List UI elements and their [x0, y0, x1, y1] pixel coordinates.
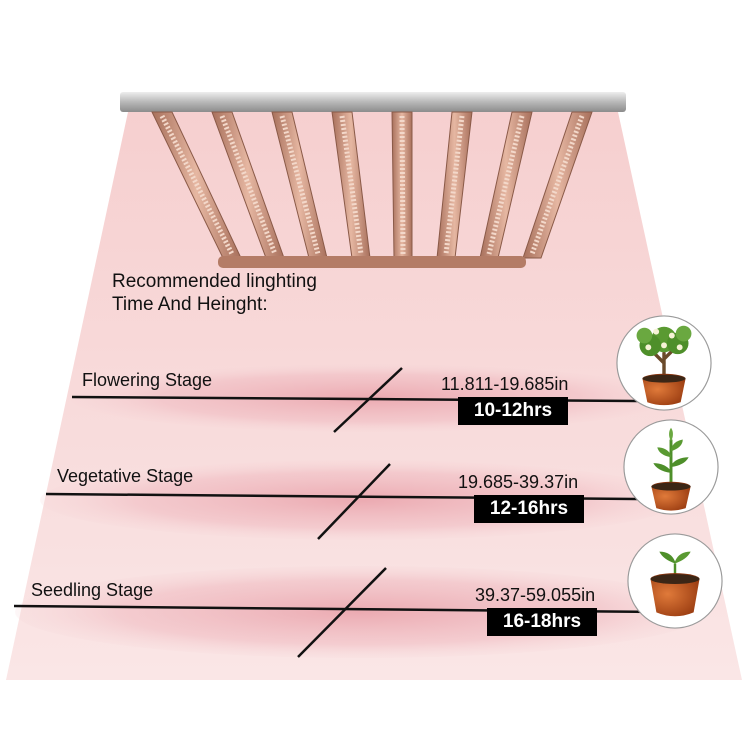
hours-badge-vegetative: 12-16hrs	[474, 495, 584, 523]
lamp-bars	[151, 111, 593, 259]
seedling-break-slash	[297, 567, 387, 658]
vegetative-break-slash	[317, 463, 391, 540]
lamp-bottom-rail	[218, 256, 526, 268]
stage-label-seedling: Seedling Stage	[31, 580, 154, 600]
hours-badge-seedling: 16-18hrs	[487, 608, 597, 636]
stage-label-flowering: Flowering Stage	[82, 370, 213, 390]
led-grow-light	[120, 92, 626, 268]
led-strip	[443, 115, 465, 255]
led-strip	[219, 115, 278, 255]
distance-vegetative: 19.685-39.37in	[458, 472, 579, 492]
led-strip	[159, 114, 235, 256]
lamp-top-rail	[120, 92, 626, 112]
flowering-break-slash	[333, 367, 403, 433]
led-strip	[399, 115, 406, 255]
seedling-plant-icon	[627, 533, 723, 629]
vegetative-plant-icon	[623, 419, 719, 515]
title-line-2: Time And Heinght:	[112, 294, 268, 315]
flowering-plant-icon	[616, 315, 712, 411]
title-line-1: Recommended linghting	[112, 271, 317, 292]
led-strip	[339, 115, 364, 255]
distance-flowering: 11.811-19.685in	[441, 374, 569, 394]
hours-badge-flowering: 10-12hrs	[458, 397, 568, 425]
stage-label-vegetative: Vegetative Stage	[57, 466, 194, 486]
distance-seedling: 39.37-59.055in	[475, 585, 596, 605]
led-strip	[529, 115, 585, 255]
